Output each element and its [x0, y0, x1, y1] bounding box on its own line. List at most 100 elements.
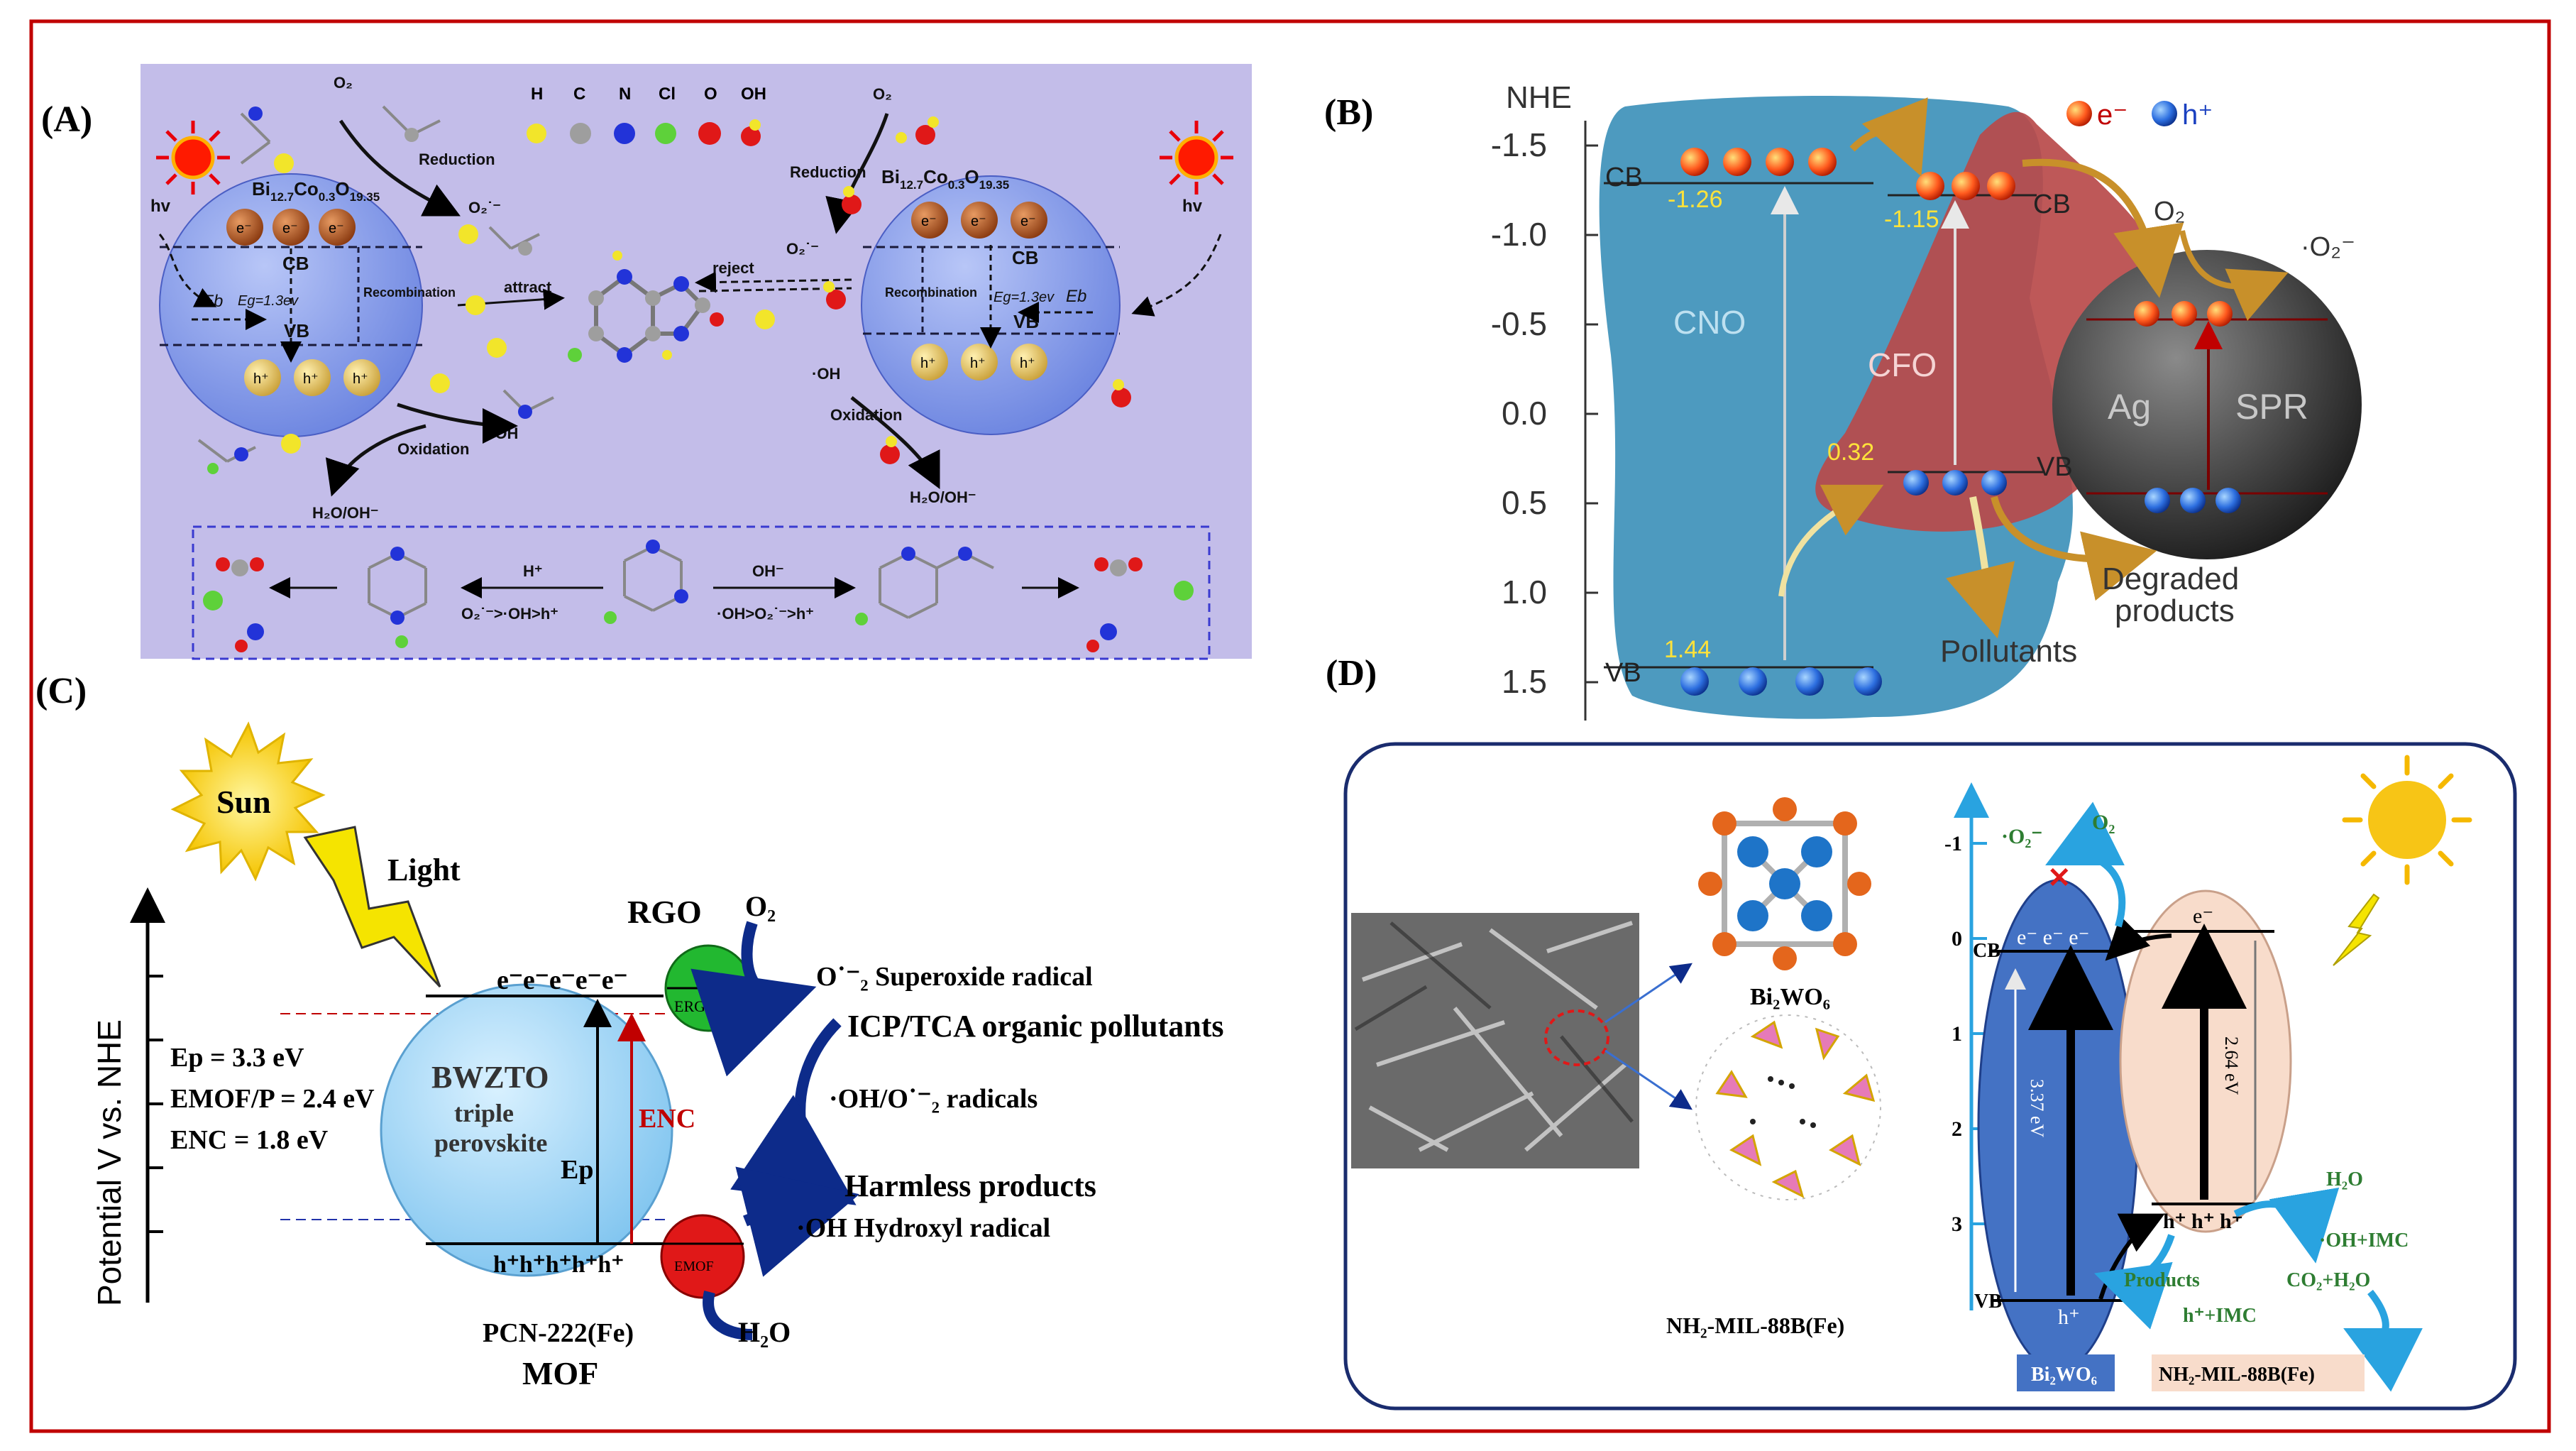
a-attract: attract: [504, 278, 552, 296]
sem-callout-top: [1605, 963, 1692, 1024]
left-eg-label: Eg=1.3ev: [238, 293, 299, 309]
legend-n-label: N: [619, 84, 631, 104]
n-atom-icon: [614, 123, 635, 144]
catalyst-sphere-right: Bi12.7Co0.3O19.35 CB VB Eg=1.3ev Eb Reco…: [861, 166, 1121, 435]
right-electrons: e⁻ e⁻ e⁻: [911, 202, 1047, 239]
c-emof-label: EMOF: [674, 1259, 714, 1274]
d-gap-bi: 3.37 eV: [2027, 1079, 2047, 1138]
right-cb-label: CB: [1012, 247, 1039, 268]
svg-text:h⁺: h⁺: [253, 371, 269, 387]
svg-text:h⁺: h⁺: [353, 371, 368, 387]
d-tick-3: 3: [1952, 1212, 1962, 1236]
atom-legend: H C N Cl O OH: [527, 84, 766, 146]
a-reject: reject: [712, 259, 754, 277]
d-h-bi: h⁺: [2058, 1305, 2080, 1329]
c-h2o-label: H₂O: [738, 1316, 791, 1348]
c-triple-label: triple: [454, 1099, 514, 1127]
legend-h-label: H: [531, 84, 543, 104]
left-holes: h⁺ h⁺ h⁺: [244, 359, 380, 396]
sem-callout-bottom: [1605, 1049, 1692, 1110]
svg-text:h⁺: h⁺: [303, 371, 319, 387]
svg-text:e⁻: e⁻: [1020, 214, 1036, 229]
legend-c-label: C: [573, 84, 585, 104]
right-holes: h⁺ h⁺ h⁺: [911, 344, 1047, 380]
d-legend-bi: Bi₂WO₆: [2031, 1364, 2097, 1386]
pathway-h-plus: H⁺: [523, 562, 543, 580]
a-h2o-right: H₂O/OH⁻: [910, 488, 976, 506]
c-enc-label: ENC: [639, 1104, 695, 1134]
b-spr-label: SPR: [2235, 387, 2308, 427]
c-sun-icon: [170, 721, 326, 882]
d-products-label: Products: [2124, 1269, 2200, 1291]
right-eb-label: Eb: [1066, 287, 1086, 306]
c-atom-icon: [570, 123, 591, 144]
b-cb-cno: CB: [1605, 163, 1643, 192]
sun-icon-left: [156, 121, 230, 195]
pathway-right-order: ·OH>O₂˙⁻>h⁺: [717, 605, 814, 623]
d-cb-label: CB: [1973, 940, 2000, 962]
d-o2rad-label: ·O₂⁻: [2001, 825, 2042, 848]
svg-text:e⁻: e⁻: [921, 214, 937, 229]
left-hv-label: hv: [150, 197, 171, 216]
c-ergo-label: ERGO: [674, 997, 717, 1015]
h-atom-icon: [527, 124, 546, 143]
left-light-arrow: [158, 234, 217, 307]
c-mof-label: MOF: [522, 1355, 598, 1391]
d-sun-icon: [2342, 755, 2472, 885]
right-vb-label: VB: [1013, 311, 1039, 332]
c-ep-value: Ep = 3.3 eV: [170, 1043, 304, 1073]
d-tick-0: 0: [1952, 927, 1962, 951]
a-o2rad-left: O₂˙⁻: [468, 199, 501, 217]
c-rgo-label: RGO: [627, 894, 702, 930]
pollutant-molecule-icon: [568, 251, 724, 363]
b-ag-label: Ag: [2108, 387, 2151, 427]
b-cno-cb-value: -1.26: [1668, 186, 1723, 213]
svg-text:h⁺: h⁺: [1020, 356, 1035, 371]
c-ep-label: Ep: [561, 1155, 593, 1185]
d-h2o-label: H₂O: [2326, 1168, 2363, 1190]
b-legend-electron-icon: [2066, 101, 2092, 126]
d-oxidation-arrows: [2094, 1187, 2423, 1392]
sem-texture-dark: [1354, 921, 1634, 1123]
sun-icon-right: [1160, 121, 1233, 195]
d-legend-mil-swatch: [2152, 1354, 2365, 1391]
left-recombination-label: Recombination: [363, 285, 456, 300]
d-tick-neg1: -1: [1944, 832, 1962, 855]
svg-text:0.0: 0.0: [1502, 395, 1547, 432]
d-cross-icon: ✕: [2047, 863, 2071, 894]
d-h-mil: h⁺ h⁺ h⁺: [2163, 1210, 2243, 1233]
panel-d: (D): [1326, 653, 2517, 1411]
c-sun-label: Sun: [216, 784, 271, 820]
b-cb-cfo: CB: [2033, 190, 2071, 219]
b-electrons: [1680, 148, 2233, 327]
b-transfer-arrows: [1778, 97, 2289, 639]
b-cfo-vb-value: 0.32: [1827, 439, 1874, 466]
a-o2rad-right: O₂˙⁻: [786, 240, 819, 258]
svg-text:-1.0: -1.0: [1491, 216, 1547, 253]
c-lightning-icon: [303, 826, 441, 988]
figure-frame: [29, 19, 2551, 1433]
c-hydroxyl-label: ·OH Hydroxyl radical: [796, 1213, 1050, 1243]
svg-text:-1.5: -1.5: [1491, 126, 1547, 163]
c-harmless-label: Harmless products: [844, 1168, 1096, 1203]
c-y-axis-label: Potential V vs. NHE: [91, 1019, 128, 1306]
right-formula: Bi12.7Co0.3O19.35: [881, 166, 1009, 192]
b-products-label: products: [2115, 593, 2235, 628]
svg-text:e⁻: e⁻: [236, 221, 252, 236]
left-electrons: e⁻ e⁻ e⁻: [226, 209, 356, 246]
mof-sphere: [660, 1214, 745, 1299]
c-enc-value: ENC = 1.8 eV: [170, 1125, 329, 1155]
svg-text:h⁺: h⁺: [970, 356, 986, 371]
c-superoxide-label: O˙⁻₂ Superoxide radical: [816, 962, 1093, 992]
c-radicals-label: ·OH/O˙⁻₂ radicals: [829, 1084, 1037, 1114]
panel-c: (C) Sun Light Potential V vs. NHE Ep = 3…: [35, 671, 1224, 1391]
right-light-arrow: [1131, 234, 1222, 317]
d-e-bi: e⁻ e⁻ e⁻: [2017, 926, 2089, 949]
b-legend-electron: e⁻: [2097, 99, 2128, 131]
svg-text:1.0: 1.0: [1502, 574, 1547, 610]
legend-cl-label: Cl: [659, 84, 676, 104]
c-electrons: e⁻e⁻e⁻e⁻e⁻: [497, 965, 628, 995]
pathway-molecule-icons: [203, 540, 1194, 652]
cl-atom-icon: [655, 123, 676, 144]
